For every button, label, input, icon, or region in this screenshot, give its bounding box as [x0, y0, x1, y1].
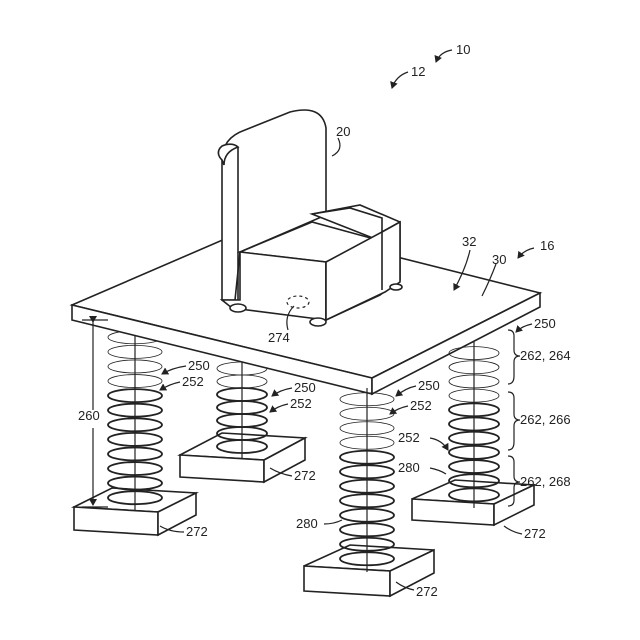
label-252-front: 252: [410, 398, 432, 413]
label-262-266: 262, 266: [520, 412, 571, 427]
label-252-middle: 252: [290, 396, 312, 411]
label-250-left: 250: [188, 358, 210, 373]
label-272-front: 272: [416, 584, 438, 599]
label-262-264: 262, 264: [520, 348, 571, 363]
label-30: 30: [492, 252, 506, 267]
label-260: 260: [78, 408, 100, 423]
label-12: 12: [411, 64, 425, 79]
label-262-268: 262, 268: [520, 474, 571, 489]
label-274: 274: [268, 330, 290, 345]
label-10: 10: [456, 42, 470, 57]
label-250-right: 250: [534, 316, 556, 331]
label-32: 32: [462, 234, 476, 249]
label-272-left: 272: [186, 524, 208, 539]
label-250-front: 250: [418, 378, 440, 393]
braces-262: [508, 330, 520, 506]
label-250-middle: 250: [294, 380, 316, 395]
label-16: 16: [540, 238, 554, 253]
label-252-right: 252: [398, 430, 420, 445]
label-272-middle: 272: [294, 468, 316, 483]
spring-left: [108, 326, 162, 511]
label-20: 20: [336, 124, 350, 139]
label-272-right: 272: [524, 526, 546, 541]
label-280-right: 280: [398, 460, 420, 475]
label-280-front: 280: [296, 516, 318, 531]
chair: [218, 110, 402, 326]
spring-front: [340, 388, 394, 572]
label-252-left: 252: [182, 374, 204, 389]
